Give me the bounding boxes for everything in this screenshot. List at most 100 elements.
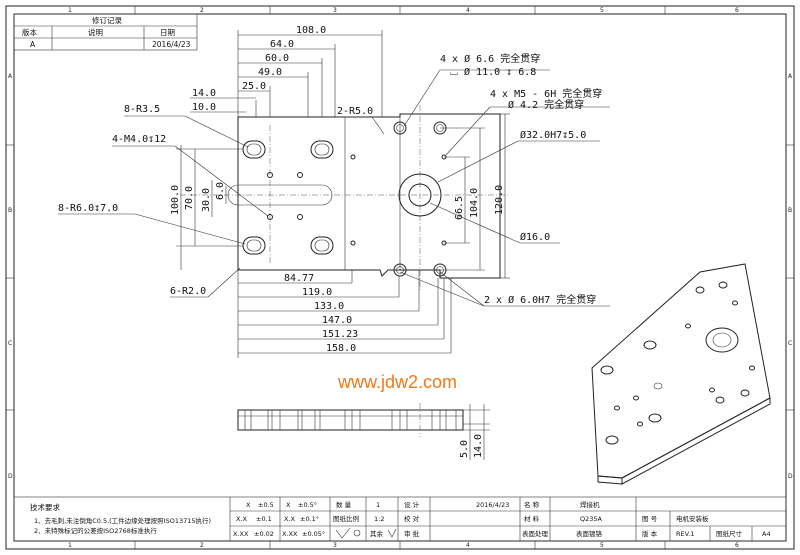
iso-main-bore xyxy=(705,327,739,353)
size-label: 图纸尺寸 xyxy=(716,529,743,538)
quantity-value: 1 xyxy=(376,501,380,509)
revision-row-version: A xyxy=(30,40,36,49)
zone-bottom-1: 1 xyxy=(68,542,72,549)
main-bore xyxy=(398,173,442,217)
revision-table-title: 修订记录 xyxy=(92,15,122,25)
dim-25: 25.0 xyxy=(242,81,266,92)
slot-holes xyxy=(242,140,334,255)
callout-drill-4-2: Ø 4.2 完全贯穿 xyxy=(508,98,584,111)
dimensions: 108.0 64.0 60.0 49.0 25.0 14.0 10.0 84.7… xyxy=(170,25,510,358)
callout-hole-6-6: 4 x Ø 6.6 完全贯穿 xyxy=(440,52,540,65)
zone-left-d: D xyxy=(8,473,13,480)
surface-value: 表面镀铬 xyxy=(576,529,603,538)
callout-m4: 4-M4.0↧12 xyxy=(112,134,166,145)
zone-right-d: D xyxy=(788,473,793,480)
other-label: 其余 xyxy=(370,529,384,538)
tol-row-3-angle-format: X.XX xyxy=(282,530,298,538)
callout-counterbore-11: ⌴ Ø 11.0 ↧ 6.8 xyxy=(450,66,536,78)
callout-bore-16: Ø16.0 xyxy=(520,231,550,243)
zone-markers: 1 2 3 4 5 6 1 2 3 4 5 6 A B C D A B C D xyxy=(6,6,794,549)
name-label: 名 称 xyxy=(524,500,540,509)
zone-top-6: 6 xyxy=(735,7,739,14)
tol-row-1-value: ±0.5 xyxy=(258,501,274,509)
version-label: 版 本 xyxy=(642,529,658,538)
dim-133: 133.0 xyxy=(314,301,344,312)
callouts: 8-R3.5 4-M4.0↧12 8-R6.0↧7.0 6-R2.0 2-R5.… xyxy=(58,52,610,307)
design-label: 设 计 xyxy=(404,500,420,509)
zone-top-5: 5 xyxy=(600,7,604,14)
dim-v66-5: 66.5 xyxy=(454,196,465,220)
surface-label: 表面处理 xyxy=(522,529,549,538)
tol-row-3-format: X.XX xyxy=(233,530,249,538)
dim-158: 158.0 xyxy=(326,343,356,354)
inner-frame xyxy=(13,13,787,542)
dim-108: 108.0 xyxy=(296,25,326,36)
dim-14: 14.0 xyxy=(192,88,216,99)
side-view: 5.0 14.0 xyxy=(237,403,490,460)
dim-49: 49.0 xyxy=(258,67,282,78)
callout-m5: 4 x M5 - 6H 完全贯穿 xyxy=(490,87,602,100)
zone-left-a: A xyxy=(8,73,13,80)
revision-row-date: 2016/4/23 xyxy=(152,40,191,49)
size-value: A4 xyxy=(762,530,771,538)
dim-64: 64.0 xyxy=(270,39,294,50)
revision-header-date: 日期 xyxy=(160,28,175,37)
drawing-no-label: 图 号 xyxy=(642,515,658,523)
scale-label: 图纸比例 xyxy=(333,514,359,523)
tech-requirements-title: 技术要求 xyxy=(30,502,60,512)
tol-row-3-value: ±0.02 xyxy=(254,530,274,538)
tol-row-3-angle-value: ±0.05° xyxy=(302,530,325,538)
tech-note-1: 1、去毛刺,未注倒角C0.5,(工件边缘处理按照ISO13715执行) xyxy=(34,516,211,525)
watermark: www.jdw2.com xyxy=(337,372,457,392)
callout-r3-5: 8-R3.5 xyxy=(124,104,160,115)
tol-row-2-format: X.X xyxy=(236,515,248,523)
dim-side-5: 5.0 xyxy=(459,440,470,458)
dim-v6: 6.0 xyxy=(215,182,226,200)
version-value: REV.1 xyxy=(676,530,694,538)
tapped-holes xyxy=(267,154,447,246)
outer-frame xyxy=(5,5,795,550)
inner-bore xyxy=(408,183,432,207)
material-value: Q235A xyxy=(580,515,603,523)
name-value: 焊接机 xyxy=(580,500,600,509)
drawing-no-value: 电机安装板 xyxy=(676,514,709,523)
dim-v30: 30.0 xyxy=(201,188,212,212)
tol-row-2-angle-format: X.X xyxy=(284,515,296,523)
surface-roughness-icon xyxy=(335,527,397,539)
tol-row-1-angle-format: X xyxy=(286,501,291,509)
revision-table: 修订记录 版本 说明 日期 A 2016/4/23 xyxy=(13,13,198,51)
dim-119: 119.0 xyxy=(302,287,332,298)
dim-10: 10.0 xyxy=(192,102,216,113)
dim-147: 147.0 xyxy=(322,315,352,326)
zone-right-c: C xyxy=(788,340,792,347)
material-label: 材 料 xyxy=(524,514,540,523)
dim-side-14: 14.0 xyxy=(473,434,484,458)
tech-note-2: 2、未特殊标记的公差按ISO2768标准执行 xyxy=(34,526,157,535)
main-view xyxy=(180,105,510,290)
iso-side-face xyxy=(621,397,771,485)
callout-bore-32: Ø32.0H7↧5.0 xyxy=(520,129,586,141)
approve-label: 审 批 xyxy=(404,529,420,538)
title-block: 技术要求 1、去毛刺,未注倒角C0.5,(工件边缘处理按照ISO13715执行)… xyxy=(13,496,787,542)
zone-right-a: A xyxy=(788,73,793,80)
zone-top-1: 1 xyxy=(68,7,72,14)
zone-left-c: C xyxy=(8,340,12,347)
side-profile xyxy=(237,409,464,431)
callout-r6: 8-R6.0↧7.0 xyxy=(58,203,118,214)
callout-r2: 6-R2.0 xyxy=(170,286,206,297)
dim-v104: 104.0 xyxy=(469,188,480,218)
callout-r5: 2-R5.0 xyxy=(337,106,373,117)
zone-left-b: B xyxy=(8,207,12,214)
zone-top-2: 2 xyxy=(200,7,204,14)
dim-60: 60.0 xyxy=(265,53,289,64)
check-label: 校 对 xyxy=(404,514,420,523)
dim-84-77: 84.77 xyxy=(284,273,314,284)
scale-value: 1:2 xyxy=(374,515,384,523)
plate-outline xyxy=(237,113,501,279)
zone-right-b: B xyxy=(788,207,792,214)
zone-top-4: 4 xyxy=(466,7,470,14)
callout-pin-6: 2 x Ø 6.0H7 完全贯穿 xyxy=(484,293,596,306)
dim-151-23: 151.23 xyxy=(322,329,358,340)
zone-top-3: 3 xyxy=(333,7,337,14)
